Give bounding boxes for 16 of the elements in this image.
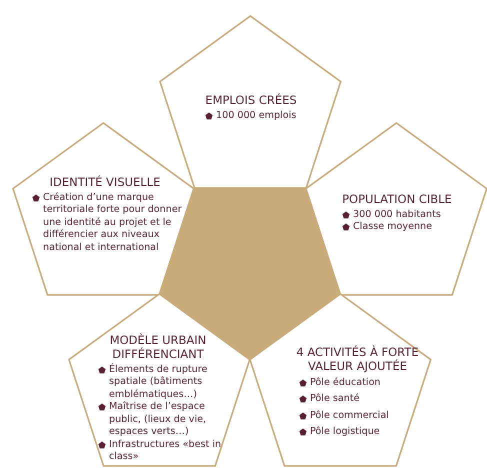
bullet-text: Pôle éducation (310, 376, 381, 390)
bullet-text: Pôle logistique (310, 426, 380, 439)
bullet-text: Infrastructures «best in class» (108, 438, 222, 464)
bullet-text: 100 000 emplois (216, 110, 296, 122)
bullet-text: Création d’une marque territoriale forte pour donner une identité au projet et le différencier aux niveaux national et international (42, 192, 183, 254)
heading: IDENTITÉ VISUELLE (48, 174, 162, 189)
bullet-text: 300 000 habitants (352, 208, 441, 222)
heading: MODÈLE URBAIN DIFFÉRENCIANT (108, 332, 208, 361)
bullet-text: Maîtrise de l’espace public, (lieux de vie, espaces verts…) (108, 401, 208, 439)
bullet-text: Pôle commercial (310, 410, 389, 422)
bullet-text: Pôle santé (310, 393, 360, 406)
heading: EMPLOIS CRÉES (204, 92, 298, 107)
bullet-text: Classe moyenne (352, 221, 432, 234)
bullet-text: Élements de rupture spatiale (bâtiments emblématiques…) (108, 364, 208, 401)
heading: POPULATION CIBLE (341, 192, 453, 206)
heading: 4 ACTIVITÉS À FORTE VALEUR AJOUTÉE (295, 344, 420, 373)
